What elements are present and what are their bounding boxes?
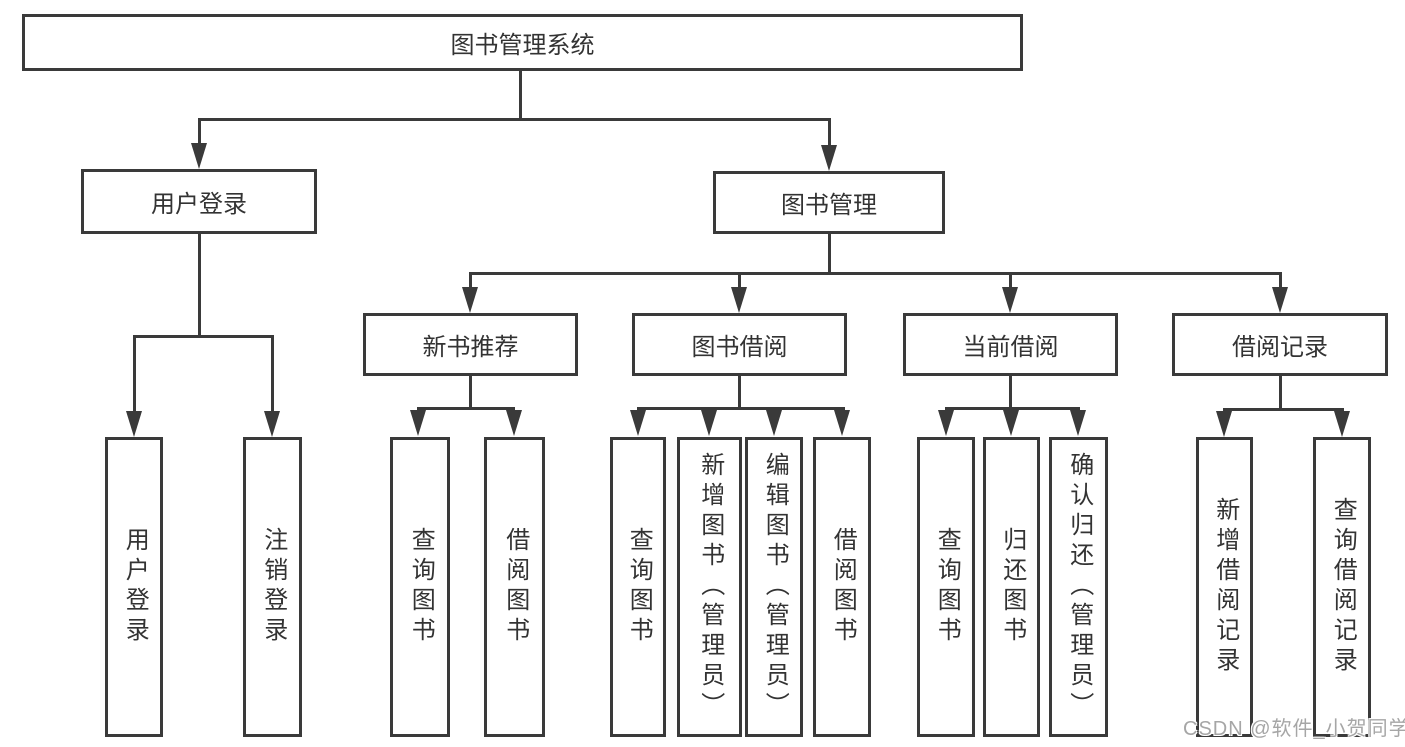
connector-line bbox=[519, 71, 522, 120]
connector-line bbox=[198, 118, 831, 121]
connector-line bbox=[828, 118, 831, 148]
arrow-down-icon bbox=[821, 145, 837, 171]
node-book-borrowing: 图书借阅 bbox=[632, 313, 847, 376]
node-new-book-recommend: 新书推荐 bbox=[363, 313, 578, 376]
leaf-add-borrow-record: 新增借阅记录 bbox=[1196, 437, 1253, 737]
node-borrowing-records: 借阅记录 bbox=[1172, 313, 1388, 376]
connector-line bbox=[417, 407, 515, 410]
arrow-down-icon bbox=[506, 410, 522, 436]
arrow-down-icon bbox=[1216, 411, 1232, 437]
arrow-down-icon bbox=[462, 287, 478, 313]
arrow-down-icon bbox=[834, 410, 850, 436]
connector-line bbox=[1223, 408, 1344, 411]
arrow-down-icon bbox=[1272, 287, 1288, 313]
arrow-down-icon bbox=[938, 410, 954, 436]
leaf-query-books: 查询图书 bbox=[610, 437, 666, 737]
arrow-down-icon bbox=[410, 410, 426, 436]
leaf-logout: 注销登录 bbox=[243, 437, 302, 737]
connector-line bbox=[945, 407, 1080, 410]
connector-line bbox=[133, 335, 274, 338]
arrow-down-icon bbox=[126, 411, 142, 437]
leaf-add-books-admin: 新增图书（管理员） bbox=[677, 437, 742, 737]
connector-line bbox=[637, 407, 845, 410]
leaf-query-borrow-record: 查询借阅记录 bbox=[1313, 437, 1371, 737]
arrow-down-icon bbox=[191, 143, 207, 169]
connector-line bbox=[738, 376, 741, 409]
connector-line bbox=[469, 376, 472, 409]
arrow-down-icon bbox=[1334, 411, 1350, 437]
connector-line bbox=[1279, 376, 1282, 410]
leaf-query-books: 查询图书 bbox=[390, 437, 450, 737]
arrow-down-icon bbox=[630, 410, 646, 436]
arrow-down-icon bbox=[701, 410, 717, 436]
connector-line bbox=[198, 234, 201, 337]
arrow-down-icon bbox=[1002, 287, 1018, 313]
connector-line bbox=[1009, 376, 1012, 409]
leaf-confirm-return-admin: 确认归还（管理员） bbox=[1049, 437, 1108, 737]
connector-line bbox=[469, 272, 472, 290]
connector-line bbox=[271, 335, 274, 415]
arrow-down-icon bbox=[1070, 410, 1086, 436]
leaf-borrow-books: 借阅图书 bbox=[813, 437, 871, 737]
node-user-login: 用户登录 bbox=[81, 169, 317, 234]
connector-line bbox=[1279, 272, 1282, 290]
node-current-borrowing: 当前借阅 bbox=[903, 313, 1118, 376]
connector-line bbox=[738, 272, 741, 290]
arrow-down-icon bbox=[264, 411, 280, 437]
connector-line bbox=[133, 335, 136, 415]
connector-line bbox=[1009, 272, 1012, 290]
leaf-user-login: 用户登录 bbox=[105, 437, 163, 737]
leaf-borrow-books: 借阅图书 bbox=[484, 437, 545, 737]
csdn-watermark: CSDN @软件_小贺同学 bbox=[1183, 718, 1405, 740]
arrow-down-icon bbox=[766, 410, 782, 436]
leaf-return-books: 归还图书 bbox=[983, 437, 1040, 737]
arrow-down-icon bbox=[731, 287, 747, 313]
node-book-management: 图书管理 bbox=[713, 171, 945, 234]
arrow-down-icon bbox=[1003, 410, 1019, 436]
connector-line bbox=[469, 272, 1282, 275]
leaf-edit-books-admin: 编辑图书（管理员） bbox=[745, 437, 803, 737]
leaf-query-books: 查询图书 bbox=[917, 437, 975, 737]
connector-line bbox=[828, 234, 831, 274]
node-library-management-system: 图书管理系统 bbox=[22, 14, 1023, 71]
connector-line bbox=[198, 118, 201, 148]
